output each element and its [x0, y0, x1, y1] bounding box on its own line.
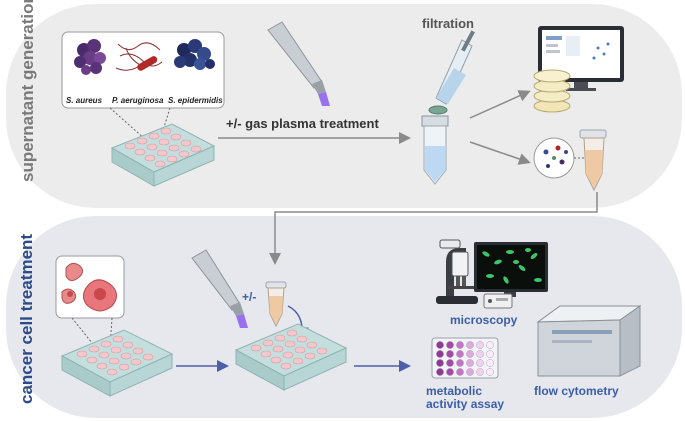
assay-well — [446, 341, 454, 349]
assay-well — [466, 359, 474, 367]
metabolic-assay-plate-icon — [431, 337, 499, 379]
microscope-control-box-icon — [483, 293, 513, 309]
label-metabolic-line2: activity assay — [426, 397, 505, 411]
supernatant-tube-icon — [579, 129, 607, 192]
assay-well — [476, 350, 484, 358]
assay-well — [486, 359, 494, 367]
assay-well — [466, 341, 474, 349]
connector-supernatant-to-treatment — [269, 192, 598, 265]
supernatant-magnified-icon — [533, 137, 575, 179]
assay-well — [436, 359, 444, 367]
p-aeruginosa-rods-icon — [115, 42, 163, 71]
assay-well — [456, 368, 464, 376]
assay-well — [476, 368, 484, 376]
label-p-aeruginosa: P. aeruginosa — [112, 96, 164, 105]
assay-well — [436, 341, 444, 349]
label-s-epidermidis: S. epidermidis — [168, 96, 223, 105]
petri-dish-stack-icon — [533, 69, 571, 113]
microscope-icon — [436, 239, 478, 304]
bacteria-inset — [61, 31, 225, 109]
label-plus-minus: +/- — [242, 290, 257, 304]
label-metabolic-line1: metabolic — [426, 384, 483, 398]
microscopy-monitor-icon — [474, 242, 548, 297]
plasma-jet-icon-bottom — [191, 249, 248, 328]
assay-well — [456, 341, 464, 349]
bottom-middle-well-plate — [234, 323, 348, 391]
assay-well — [456, 350, 464, 358]
label-s-aureus: S. aureus — [66, 96, 103, 105]
flow-cytometer-icon — [536, 305, 642, 377]
assay-well — [466, 350, 474, 358]
assay-well — [446, 350, 454, 358]
s-epidermidis-cluster-icon — [174, 39, 215, 70]
assay-well — [476, 359, 484, 367]
arrow-to-analysis — [469, 90, 531, 119]
label-microscopy: microscopy — [450, 313, 518, 327]
label-plasma-treatment: +/- gas plasma treatment — [226, 116, 379, 131]
s-aureus-cluster-icon — [74, 39, 106, 75]
assay-well — [486, 350, 494, 358]
supernatant-tube-icon-bottom — [265, 281, 287, 328]
arrow-to-supernatant — [469, 141, 531, 165]
assay-well — [476, 341, 484, 349]
cancer-cell-inset — [55, 255, 125, 319]
bottom-left-well-plate — [60, 329, 174, 397]
plasma-jet-icon-top — [267, 21, 330, 106]
assay-well — [436, 350, 444, 358]
assay-well — [466, 368, 474, 376]
label-metabolic-assay: metabolic activity assay — [426, 385, 504, 411]
assay-well — [436, 368, 444, 376]
label-flow-cytometry: flow cytometry — [534, 384, 619, 398]
assay-well — [486, 341, 494, 349]
label-filtration: filtration — [422, 16, 474, 31]
top-well-plate — [110, 123, 216, 187]
assay-well — [446, 359, 454, 367]
syringe-icon — [428, 30, 475, 115]
assay-well — [486, 368, 494, 376]
assay-well — [446, 368, 454, 376]
assay-well — [456, 359, 464, 367]
falcon-tube-icon — [421, 115, 449, 185]
